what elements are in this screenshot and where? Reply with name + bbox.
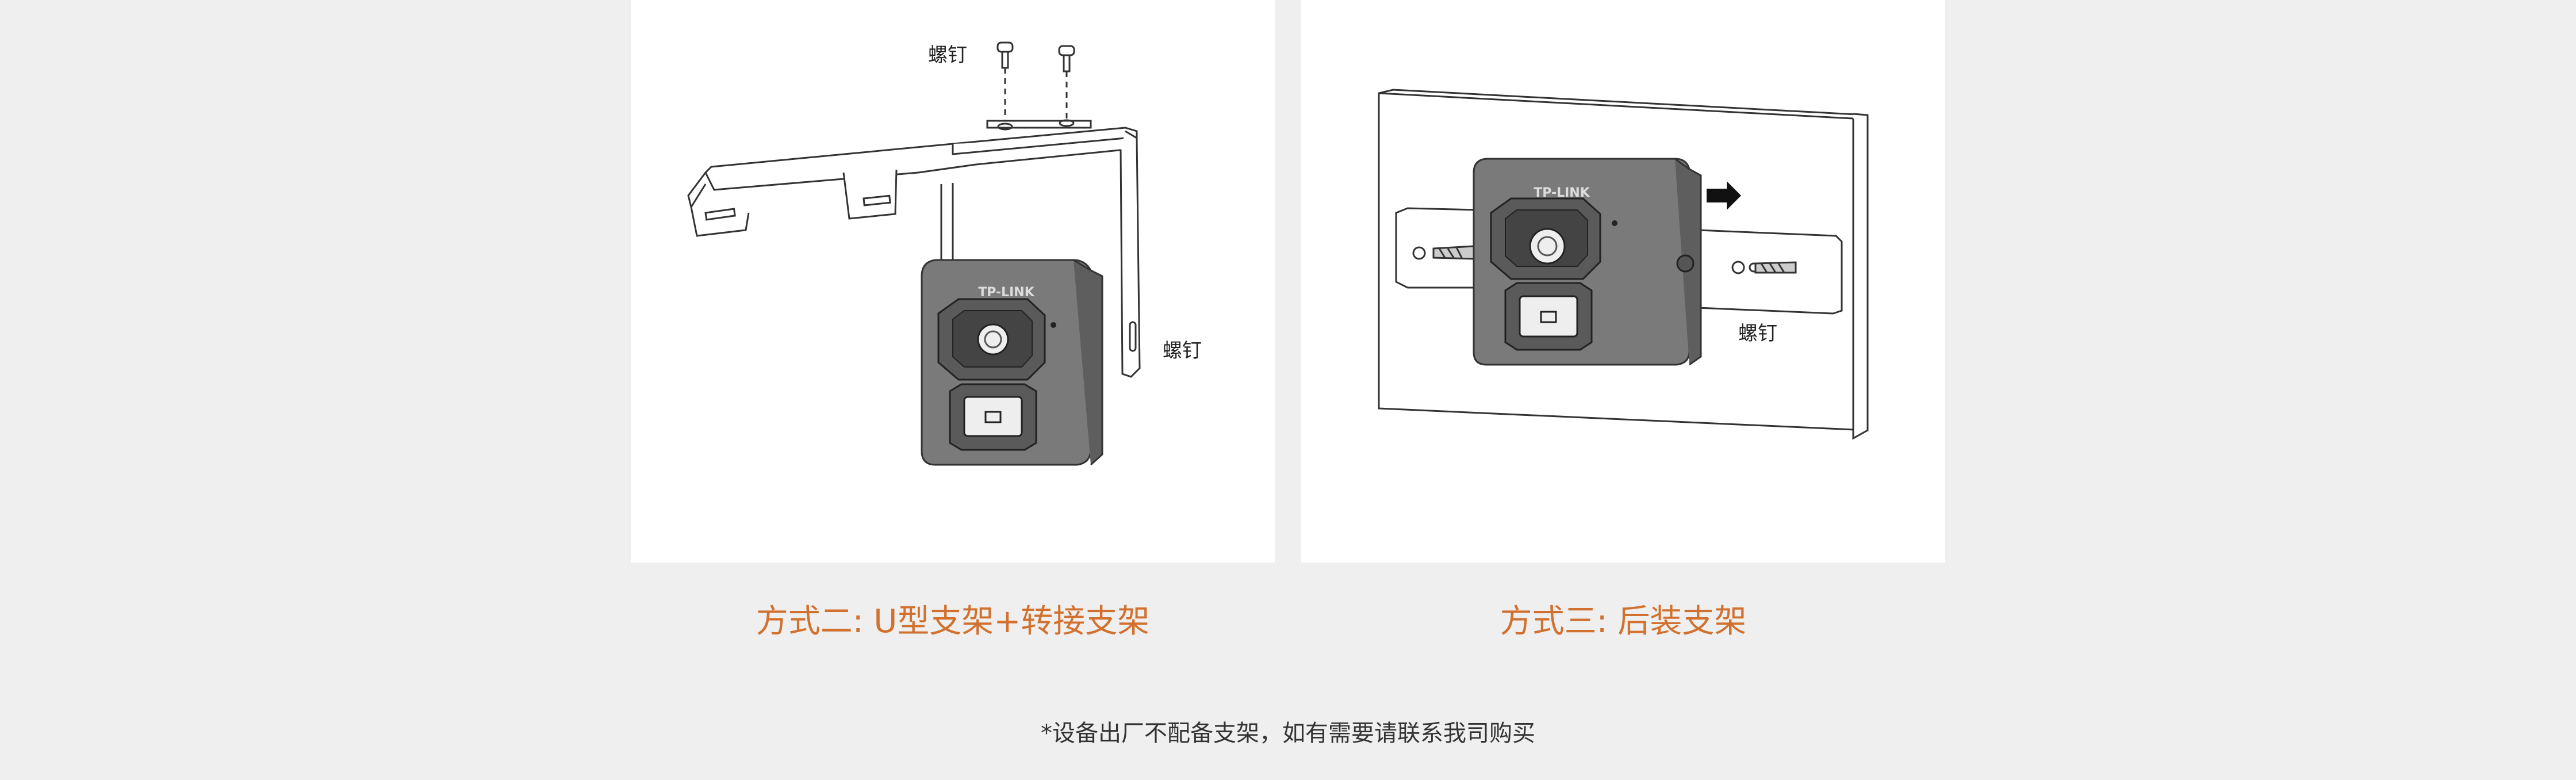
screw-icon bbox=[1754, 261, 1797, 274]
screw-icon bbox=[1432, 245, 1475, 260]
camera-body: TP-LINK bbox=[921, 259, 1103, 466]
u-bracket-illustration: TP-LINK bbox=[687, 41, 1141, 466]
screw-label: 螺钉 bbox=[1738, 322, 1777, 345]
illustration-panel-rear-bracket: TP-LINK 螺钉 bbox=[1301, 0, 1945, 563]
camera-body: TP-LINK bbox=[1473, 158, 1702, 366]
footnote: *设备出厂不配备支架，如有需要请联系我司购买 bbox=[1041, 720, 1535, 747]
rear-bracket-illustration: TP-LINK bbox=[1378, 89, 1869, 440]
screw-label-side: 螺钉 bbox=[1163, 339, 1202, 362]
svg-text:TP-LINK: TP-LINK bbox=[978, 285, 1034, 300]
svg-text:TP-LINK: TP-LINK bbox=[1534, 186, 1590, 200]
caption-method-three: 方式三: 后装支架 bbox=[1500, 603, 1747, 640]
caption-method-two: 方式二: U型支架+转接支架 bbox=[756, 603, 1150, 640]
camera-lens-icon bbox=[977, 323, 1009, 355]
camera-lens-icon bbox=[1529, 228, 1566, 265]
arrow-right-icon bbox=[1707, 181, 1741, 210]
screw-label-top: 螺钉 bbox=[928, 44, 967, 67]
screw-icon bbox=[996, 41, 1014, 121]
illustration-panel-u-bracket: TP-LINK 螺钉 螺钉 bbox=[631, 0, 1275, 563]
u-bracket bbox=[687, 119, 1141, 378]
screw-icon bbox=[1058, 45, 1075, 121]
